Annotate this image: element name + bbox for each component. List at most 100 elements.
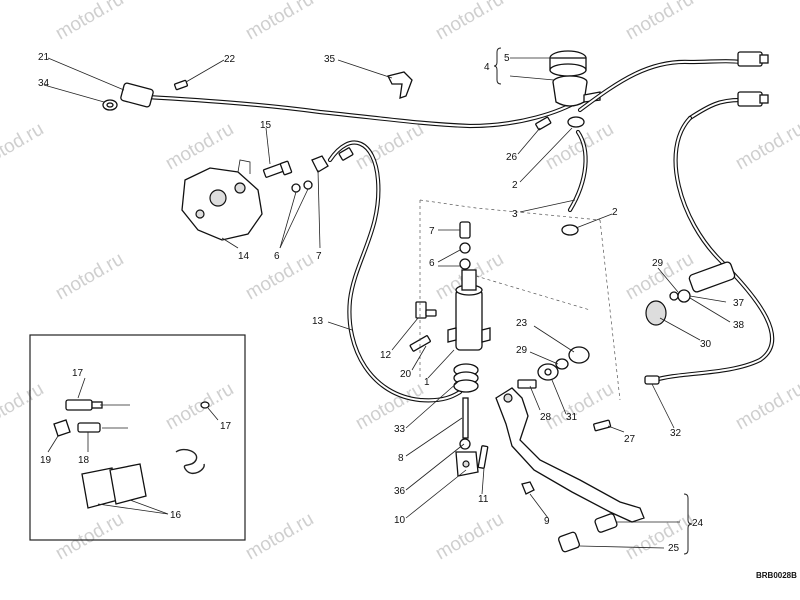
washer-6a — [291, 183, 301, 193]
bracket-24 — [683, 493, 693, 555]
nut-9 — [521, 481, 535, 495]
callout-38: 38 — [733, 320, 745, 331]
washer-6-mc-a — [459, 242, 471, 254]
callout-34: 34 — [38, 78, 50, 89]
callout-35: 35 — [324, 54, 336, 65]
callout-1: 1 — [424, 377, 430, 388]
brake-hose-13 — [327, 140, 463, 403]
bleeder-17 — [65, 399, 93, 411]
tone-ring-30 — [645, 300, 667, 326]
clamp-2-upper — [567, 116, 585, 128]
callout-28: 28 — [540, 412, 552, 423]
callout-labels: 21 22 34 35 4 5 15 26 2 3 2 14 6 7 7 6 2… — [38, 52, 745, 554]
pedal-rubber-25 — [558, 531, 580, 553]
watermark-text: motod.ru — [52, 509, 127, 565]
callout-26: 26 — [506, 152, 518, 163]
callout-4: 4 — [484, 62, 490, 73]
callout-27: 27 — [624, 434, 636, 445]
callout-6-caliper: 6 — [274, 251, 280, 262]
callout-7-caliper: 7 — [316, 251, 322, 262]
callout-24: 24 — [692, 518, 704, 529]
watermark-text: motod.ru — [352, 379, 427, 435]
watermark-text: motod.ru — [0, 379, 47, 435]
connector-upper — [737, 51, 763, 67]
washer-6b — [303, 180, 313, 190]
callout-5: 5 — [504, 53, 510, 64]
callout-21: 21 — [38, 52, 50, 63]
callout-7-mc: 7 — [429, 226, 435, 237]
callout-25: 25 — [668, 543, 680, 554]
callout-32: 32 — [670, 428, 682, 439]
clamp-2-lower — [561, 224, 579, 236]
banjo-bolt-7-caliper — [311, 155, 329, 173]
callout-22: 22 — [224, 54, 236, 65]
callout-33: 33 — [394, 424, 406, 435]
callout-2-lower: 2 — [612, 207, 618, 218]
watermark-text: motod.ru — [242, 249, 317, 305]
callout-19: 19 — [40, 455, 52, 466]
watermark-text: motod.ru — [432, 509, 507, 565]
watermark-text: motod.ru — [732, 119, 800, 175]
connector-lower — [737, 91, 763, 107]
callout-18: 18 — [78, 455, 90, 466]
callout-13: 13 — [312, 316, 324, 327]
screw-22 — [173, 79, 189, 91]
screw-18 — [77, 422, 101, 433]
callout-6-mc: 6 — [429, 258, 435, 269]
callout-14: 14 — [238, 251, 250, 262]
brake-pad-16b — [109, 463, 147, 505]
callout-3: 3 — [512, 209, 518, 220]
master-cylinder-1 — [455, 289, 483, 351]
callout-17-inset-top: 17 — [72, 368, 84, 379]
screw-26 — [535, 116, 552, 131]
watermark-text: motod.ru — [622, 0, 697, 44]
oring-29-sensor — [669, 291, 679, 301]
watermark-text: motod.ru — [242, 509, 317, 565]
bolt-28 — [517, 379, 537, 389]
callout-36: 36 — [394, 486, 406, 497]
spring-clip-17 — [175, 448, 205, 474]
watermark-text: motod.ru — [162, 119, 237, 175]
parts-layer — [29, 50, 775, 553]
washer-38 — [677, 289, 691, 303]
callout-30: 30 — [700, 339, 712, 350]
leader-lines — [43, 57, 731, 549]
bleeder-cap-19 — [53, 419, 71, 437]
callout-12: 12 — [380, 350, 392, 361]
callout-10: 10 — [394, 515, 406, 526]
banjo-fitting-21 — [120, 82, 154, 108]
pedal-pad-24 — [594, 513, 618, 533]
watermark-text: motod.ru — [432, 0, 507, 44]
callout-9: 9 — [544, 516, 550, 527]
washer-6-mc-b — [459, 258, 471, 270]
callout-15: 15 — [260, 120, 272, 131]
inset-panel — [29, 334, 246, 541]
callout-29-sensor: 29 — [652, 258, 664, 269]
watermark-text: motod.ru — [0, 119, 47, 175]
bolt-20 — [409, 335, 431, 352]
callout-2-upper: 2 — [512, 180, 518, 191]
bolt-27 — [593, 419, 612, 432]
sensor-tip-32 — [644, 375, 660, 385]
callout-23: 23 — [516, 318, 528, 329]
watermark-text: motod.ru — [242, 0, 317, 44]
bolt-7-mc — [459, 221, 471, 239]
pushrod-8 — [462, 397, 469, 439]
oring-29 — [555, 358, 569, 370]
callout-11: 11 — [478, 494, 489, 505]
bracket-4 — [493, 47, 502, 85]
pin-11 — [477, 445, 489, 469]
callout-20: 20 — [400, 369, 412, 380]
bush-23 — [568, 346, 590, 364]
drawing-code: BRB0028B — [756, 571, 797, 580]
callout-8: 8 — [398, 453, 404, 464]
watermark-text: motod.ru — [52, 249, 127, 305]
callout-31: 31 — [566, 412, 578, 423]
watermark-text: motod.ru — [732, 379, 800, 435]
callout-17-inset-right: 17 — [220, 421, 232, 432]
fitting-12 — [415, 301, 427, 319]
sensor-37 — [688, 261, 736, 293]
callout-29-pedal: 29 — [516, 345, 528, 356]
watermark-text: motod.ru — [52, 0, 127, 44]
